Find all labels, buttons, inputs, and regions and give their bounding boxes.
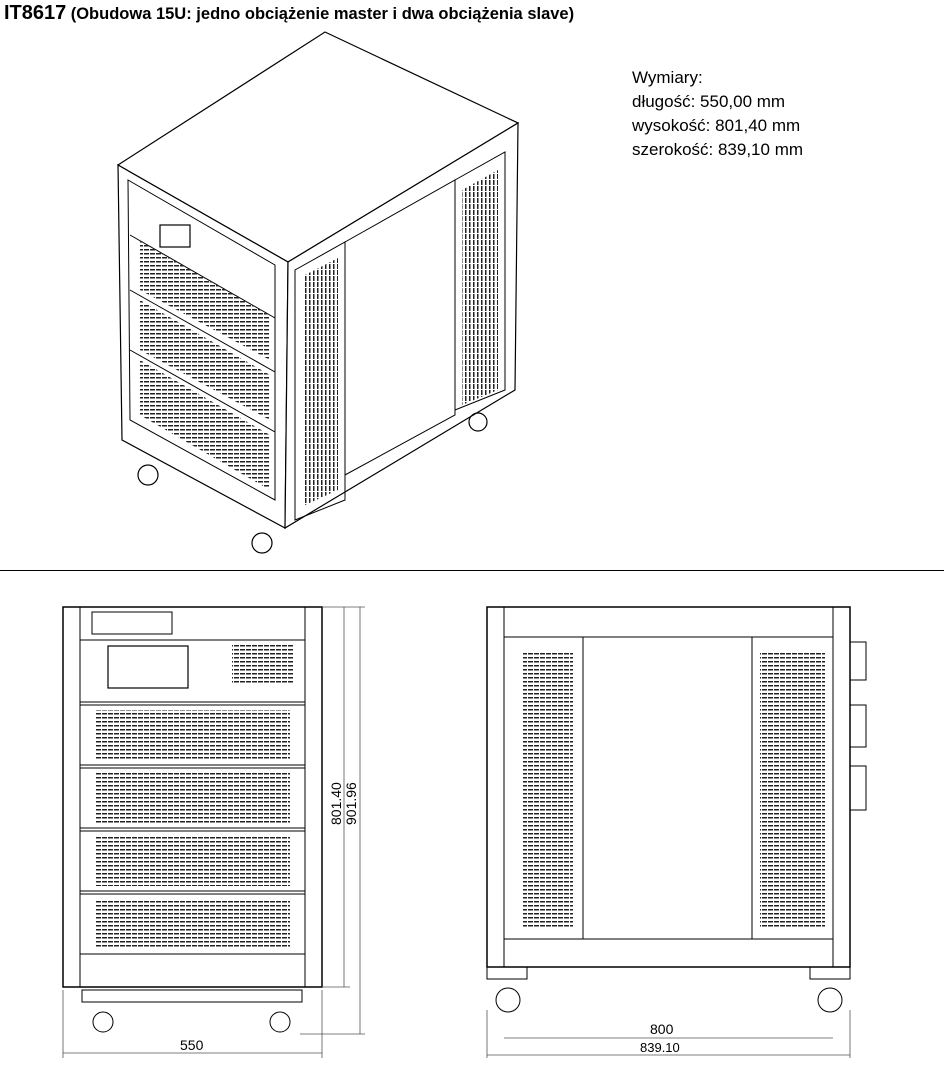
front-height-body-label: 801.40 [328,782,344,825]
side-width-body-label: 800 [650,1021,674,1037]
side-view-drawing [486,606,867,1058]
side-width-total-label: 839.10 [640,1040,680,1055]
section-divider [0,570,944,571]
dimensions-panel: Wymiary: długość: 550,00 mm wysokość: 80… [632,66,803,162]
model-description: (Obudowa 15U: jedno obciążenie master i … [70,5,575,23]
model-name: IT8617 [4,2,67,24]
dimensions-heading: Wymiary: [632,68,703,87]
front-view-drawing [62,606,365,1058]
dimension-width: szerokość: 839,10 mm [632,140,804,159]
isometric-cabinet-drawing [116,31,520,554]
page-title: IT8617 (Obudowa 15U: jedno obciążenie ma… [4,2,574,25]
dimension-length: długość: 550,00 mm [632,92,786,111]
dimension-height: wysokość: 801,40 mm [632,116,801,135]
front-width-label: 550 [180,1037,204,1053]
front-height-total-label: 901.96 [343,782,359,825]
